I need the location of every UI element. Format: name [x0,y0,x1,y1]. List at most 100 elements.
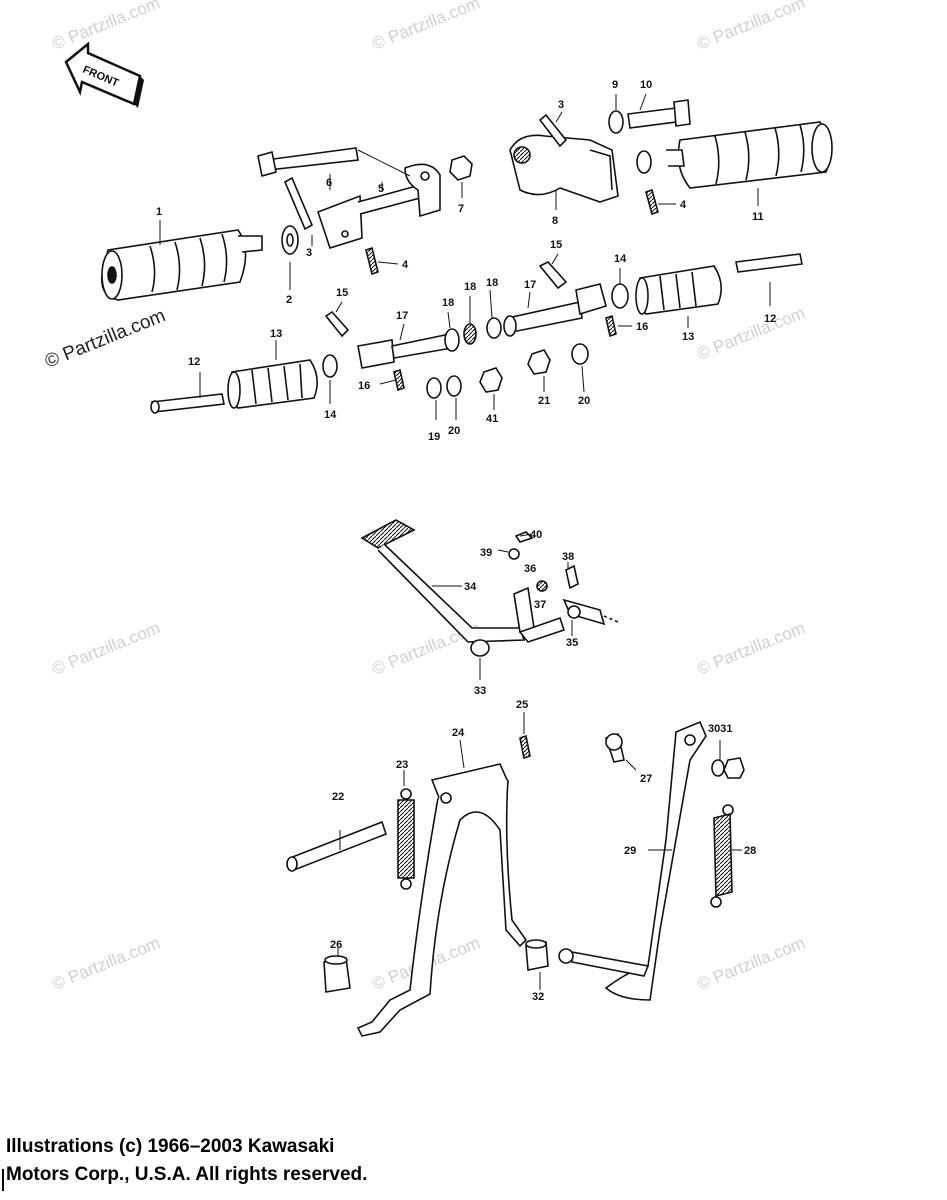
callout-15: 15 [336,287,348,299]
callout-12: 12 [764,313,776,325]
callout-15: 15 [550,239,562,251]
brake-pedal-assembly [360,519,619,657]
callout-4: 4 [680,199,687,211]
callout-21: 21 [538,395,550,407]
callout-34: 34 [464,581,477,593]
leader-lines [159,93,771,990]
stand-pivot-shaft [289,820,387,872]
side-stand-spring [713,812,733,898]
washer [508,548,520,560]
callout-26: 26 [330,939,342,951]
callout-40: 40 [530,529,542,541]
washer-hole [286,233,294,247]
callout-18: 18 [464,281,476,293]
footrest-bracket-left [316,163,441,249]
callout-labels: 1 2 3 3 4 4 5 6 7 8 9 10 11 12 12 13 13 … [156,79,776,1003]
callout-14: 14 [614,253,627,265]
callout-22: 22 [332,791,344,803]
cotter-pin [365,246,379,276]
washer [608,110,624,134]
passenger-shaft [506,301,583,333]
callout-36: 36 [524,563,536,575]
watermark-main: © Partzilla.com [42,305,169,372]
spring-hook [722,804,734,816]
callout-20: 20 [448,425,460,437]
washer [567,605,581,619]
brake-pedal-boss [518,616,566,643]
center-stand [356,763,528,1037]
copyright-notice: Illustrations (c) 1966–2003 Kawasaki Mot… [2,1133,368,1191]
callout-24: 24 [452,727,465,739]
spacer [463,323,477,345]
callout-39: 39 [480,547,492,559]
pivot-pin-end [150,400,160,414]
callout-13: 13 [682,331,694,343]
bolt [627,107,677,129]
shaft-end [503,315,517,337]
callout-3: 3 [306,247,312,259]
cotter-pin [605,314,617,338]
bolt-head [605,733,623,751]
callout-6: 6 [326,177,332,189]
callout-23: 23 [396,759,408,771]
brake-pedal-pad [360,519,416,549]
spring-clip [470,639,490,657]
passenger-bracket-right [575,283,607,316]
watermark-text: © Partzilla.com [694,303,807,364]
callout-16: 16 [636,321,648,333]
callout-18: 18 [442,297,454,309]
spacer [444,328,460,352]
front-arrow-icon: FRONT [64,41,144,108]
bolt-head [257,150,277,178]
nut [479,367,503,393]
callout-38: 38 [562,551,574,563]
bolt-head [673,99,691,127]
callout-1: 1 [156,206,162,218]
callout-20: 20 [578,395,590,407]
footrest-assembly [101,99,833,414]
washer [571,343,589,365]
callout-16: 16 [358,380,370,392]
cotter-pin [519,734,531,760]
nut [723,757,745,779]
bolt [538,113,568,148]
callout-11: 11 [752,211,764,223]
copyright-line-2: Motors Corp., U.S.A. All rights reserved… [6,1164,368,1185]
callout-18: 18 [486,277,498,289]
passenger-rubber-right [635,265,722,315]
callout-29: 29 [624,845,636,857]
collar-end [525,939,547,949]
bolt [265,147,359,171]
spacer [486,317,502,339]
callout-3: 3 [558,99,564,111]
callout-17: 17 [396,310,408,322]
watermark-text: © Partzilla.com [49,618,162,679]
spring [536,580,548,592]
callout-32: 32 [532,991,544,1003]
callout-5: 5 [378,183,384,195]
bolt [565,564,579,590]
watermark-text: © Partzilla.com [49,0,162,54]
footpeg-rubber-left [101,229,263,301]
callout-19: 19 [428,431,440,443]
brake-pedal-lever [513,586,535,634]
cotter-pin [645,188,659,216]
bolt [538,261,568,290]
footrest-bracket-right [509,134,619,203]
copyright-line-1: Illustrations (c) 1966–2003 Kawasaki [6,1136,335,1157]
watermark-text: © Partzilla.com [49,933,162,994]
shaft-end [286,856,298,872]
callout-4: 4 [402,259,409,271]
watermark-text: © Partzilla.com [694,933,807,994]
callout-35: 35 [566,637,578,649]
footpeg-rubber-right [666,121,833,189]
watermark-text: © Partzilla.com [694,618,807,679]
center-stand-spring [397,799,415,879]
washer [446,375,462,397]
callout-8: 8 [552,215,558,227]
callout-41: 41 [486,413,498,425]
nut [449,155,473,181]
washer [426,377,442,399]
callout-25: 25 [516,699,528,711]
